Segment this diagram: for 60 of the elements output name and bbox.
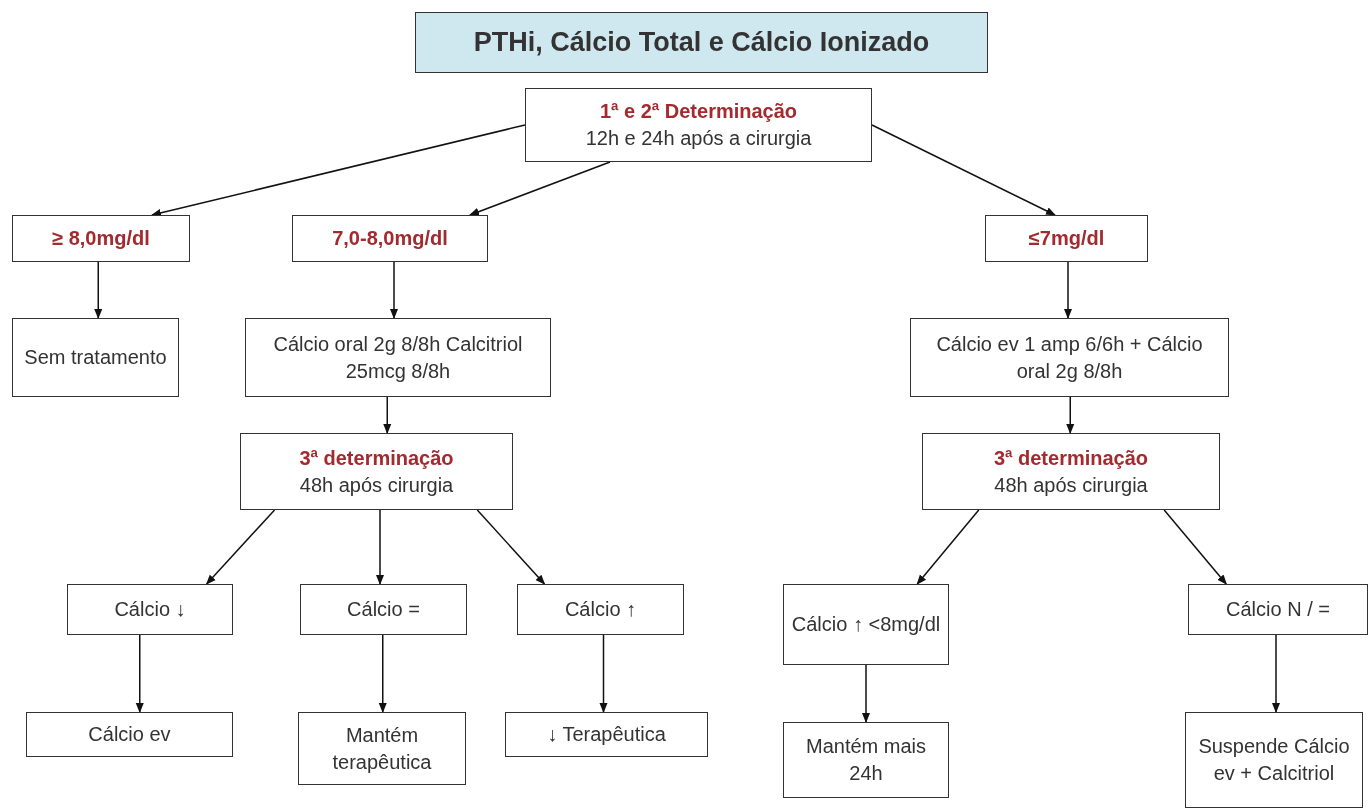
action-box — [517, 584, 684, 635]
box-text: Sem tratamento — [24, 345, 167, 370]
action-box — [298, 712, 466, 785]
arrow — [1064, 261, 1072, 319]
arrow — [94, 261, 103, 319]
box-text: Cálcio ev 1 amp 6/6h + Cálcio oral 2g 8/8h — [935, 331, 1204, 384]
box-text: Suspende Cálcio ev + Calcitriol — [1197, 734, 1351, 786]
box-text: 48h após cirurgia — [994, 472, 1148, 498]
arrow — [862, 664, 870, 723]
step-heading: 1ª e 2ª Determinação — [599, 99, 798, 124]
action-box — [783, 722, 949, 798]
action-box — [783, 584, 949, 665]
arrow — [135, 634, 144, 713]
action-box — [12, 318, 179, 397]
arrow — [151, 124, 526, 217]
arrow — [1066, 396, 1075, 434]
box-text: Cálcio ↑ — [564, 597, 637, 622]
step-box — [240, 433, 513, 510]
box-text: Cálcio ev — [88, 722, 171, 747]
range-box — [985, 215, 1148, 262]
arrow — [383, 396, 392, 434]
box-text: Cálcio ↑ <8mg/dl — [791, 612, 941, 637]
action-box — [67, 584, 233, 635]
step-heading: 3ª determinação — [299, 445, 454, 471]
box-text: 7,0-8,0mg/dl — [332, 226, 448, 251]
range-box — [292, 215, 488, 262]
arrow — [1163, 509, 1227, 585]
arrow — [376, 509, 384, 585]
action-box — [1185, 712, 1363, 808]
box-text: ≤7mg/dl — [1028, 226, 1105, 251]
action-box — [1188, 584, 1368, 635]
action-box — [910, 318, 1229, 397]
action-box — [300, 584, 467, 635]
box-text: Cálcio = — [347, 597, 420, 622]
step-box — [922, 433, 1220, 510]
box-text: 48h após cirurgia — [299, 472, 454, 498]
box-text: ≥ 8,0mg/dl — [52, 226, 150, 251]
range-box — [12, 215, 190, 262]
step-heading: 3ª determinação — [993, 445, 1149, 471]
step-box — [525, 88, 872, 162]
title-banner: PTHi, Cálcio Total e Cálcio Ionizado — [415, 12, 988, 73]
box-text: Mantém terapêutica — [331, 722, 433, 775]
arrow — [871, 124, 1056, 216]
arrow — [469, 161, 611, 216]
arrow — [205, 509, 276, 585]
action-box — [26, 712, 233, 757]
arrow — [390, 261, 398, 319]
box-text: ↓ Terapêutica — [547, 722, 666, 747]
box-text: Cálcio ↓ — [114, 597, 186, 622]
arrow — [476, 509, 546, 585]
box-text: Mantém mais 24h — [805, 734, 927, 786]
arrow — [1272, 634, 1280, 713]
box-text: Cálcio oral 2g 8/8h Calcitriol 25mcg 8/8h — [272, 331, 524, 384]
action-box — [505, 712, 708, 757]
arrow — [916, 509, 980, 585]
box-text: 12h e 24h após a cirurgia — [585, 126, 812, 151]
action-box — [245, 318, 551, 397]
box-text: Cálcio N / = — [1226, 597, 1330, 622]
arrow — [378, 634, 387, 713]
arrow — [599, 634, 608, 713]
